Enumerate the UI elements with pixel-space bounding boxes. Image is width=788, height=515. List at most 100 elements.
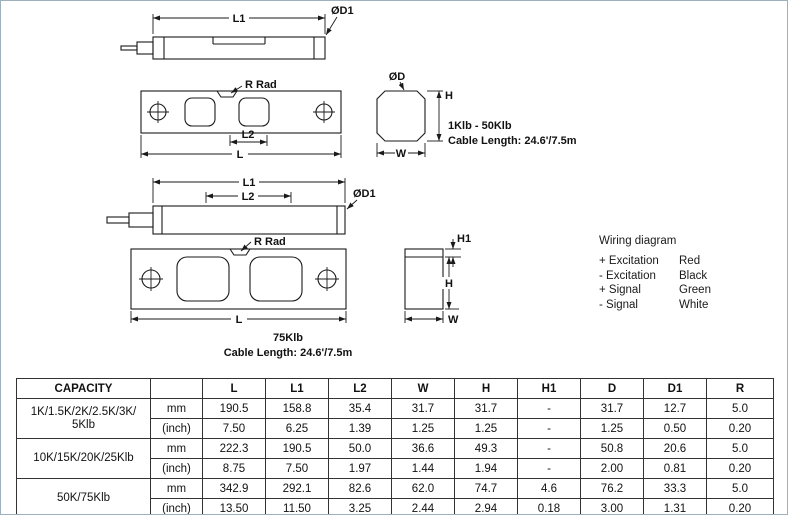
pocket-cutout [238,97,270,127]
table-row: (inch) 8.75 7.50 1.97 1.44 1.94 - 2.00 0… [17,458,774,479]
value-cell: 190.5 [202,398,266,419]
value-cell: 0.20 [706,418,774,439]
capacity-range-note: 75Klb [273,332,303,344]
value-cell: 158.8 [265,398,329,419]
value-cell: - [517,398,581,419]
dim-label-W: W [448,314,459,326]
table-row: 50K/75Klb mm 342.9 292.1 82.6 62.0 74.7 … [16,478,774,514]
wiring-signal-label: - Signal [599,298,638,311]
value-cell: 1.25 [454,418,518,439]
wiring-signal-label: - Excitation [599,269,656,282]
header-L: L [202,378,266,399]
value-cell: 1.25 [580,418,644,439]
unit-cell: (inch) [150,458,203,479]
cable-length-note: Cable Length: 24.6'/7.5m [224,347,353,359]
spec-table: CAPACITY L L1 L2 W H H1 D D1 R 1K/1.5K/2… [16,378,774,514]
header-H1: H1 [517,378,581,399]
radius-notch [229,248,251,256]
table-row: 1K/1.5K/2K/2.5K/3K/ 5Klb mm 190.5 158.8 … [16,398,774,439]
value-cell: 292.1 [265,478,329,499]
value-cell: 1.25 [391,418,455,439]
value-cell: 5.0 [706,438,774,459]
capacity-line: 5Klb [71,418,96,431]
value-cell: 1.97 [328,458,392,479]
value-cell: 12.7 [643,398,707,419]
value-cell: 4.6 [517,478,581,499]
value-cell: 31.7 [454,398,518,419]
value-cell: 1.39 [328,418,392,439]
value-cell: 13.50 [202,498,266,514]
value-cell: 0.81 [643,458,707,479]
load-cell-plate [130,248,347,310]
wiring-color-value: White [679,298,709,311]
value-cell: 2.94 [454,498,518,514]
dim-label-RRad: R Rad [254,236,286,248]
value-cell: 0.20 [706,458,774,479]
header-unit [150,378,203,399]
header-D: D [580,378,644,399]
side-view-1k-50k: L1 ØD1 [120,5,354,60]
value-cell: 36.6 [391,438,455,459]
dim-label-RRad: R Rad [245,79,277,91]
value-cell: 0.20 [706,498,774,514]
wiring-row: + Signal Green [599,283,711,298]
capacity-range-note: 1Klb - 50Klb [448,120,512,132]
value-cell: 74.7 [454,478,518,499]
dim-label-OD: ØD [389,71,406,83]
wiring-signal-label: + Signal [599,284,641,296]
cable [120,45,138,51]
header-L1: L1 [265,378,329,399]
dim-label-L2: L2 [242,129,255,141]
table-row: 10K/15K/20K/25Klb mm 222.3 190.5 50.0 36… [16,438,774,479]
value-cell: 11.50 [265,498,329,514]
capacity-cell: 50K/75Klb [16,478,151,514]
end-face [404,248,444,310]
cable [106,216,130,224]
value-cell: 5.0 [706,398,774,419]
header-L2: L2 [328,378,392,399]
end-view-1k-50k: ØD H W 1Klb - 50Klb Cable Length: 24.6'/… [376,71,577,160]
unit-cell: mm [150,438,203,459]
header-H: H [454,378,518,399]
radius-notch [216,90,238,98]
value-cell: 342.9 [202,478,266,499]
capacity-line: 1K/1.5K/2K/2.5K/3K/ [30,405,137,418]
value-cell: 49.3 [454,438,518,459]
pocket-cutout [249,256,303,302]
wiring-signal-label: + Excitation [599,255,659,267]
header-capacity: CAPACITY [16,378,151,399]
value-cell: 3.25 [328,498,392,514]
value-cell: 8.75 [202,458,266,479]
value-cell: 50.0 [328,438,392,459]
unit-cell: mm [150,398,203,419]
value-cell: 35.4 [328,398,392,419]
header-W: W [391,378,455,399]
wiring-color-value: Green [679,284,711,296]
value-cell: 6.25 [265,418,329,439]
unit-cell: mm [150,478,203,499]
value-cell: 1.44 [391,458,455,479]
value-cell: - [517,458,581,479]
wiring-title: Wiring diagram [599,235,677,247]
dim-label-OD1: ØD1 [353,188,376,200]
value-cell: 190.5 [265,438,329,459]
value-cell: 0.50 [643,418,707,439]
wiring-color-value: Black [679,269,708,282]
wiring-row: + Excitation Red [599,254,711,269]
capacity-cell: 1K/1.5K/2K/2.5K/3K/ 5Klb [16,398,151,439]
dim-label-W: W [396,148,407,160]
spec-table-wrap: CAPACITY L L1 L2 W H H1 D D1 R 1K/1.5K/2… [16,378,774,514]
load-cell-body [152,205,346,235]
dim-label-L1: L1 [233,13,246,25]
value-cell: 62.0 [391,478,455,499]
dim-label-L: L [237,149,244,161]
wiring-color-value: Red [679,255,701,267]
end-face [376,90,426,142]
dim-label-L: L [236,314,243,326]
value-cell: 50.8 [580,438,644,459]
top-view-1k-50k: R Rad L2 L [140,79,342,161]
value-cell: 31.7 [391,398,455,419]
value-cell: 0.18 [517,498,581,514]
value-cell: 76.2 [580,478,644,499]
